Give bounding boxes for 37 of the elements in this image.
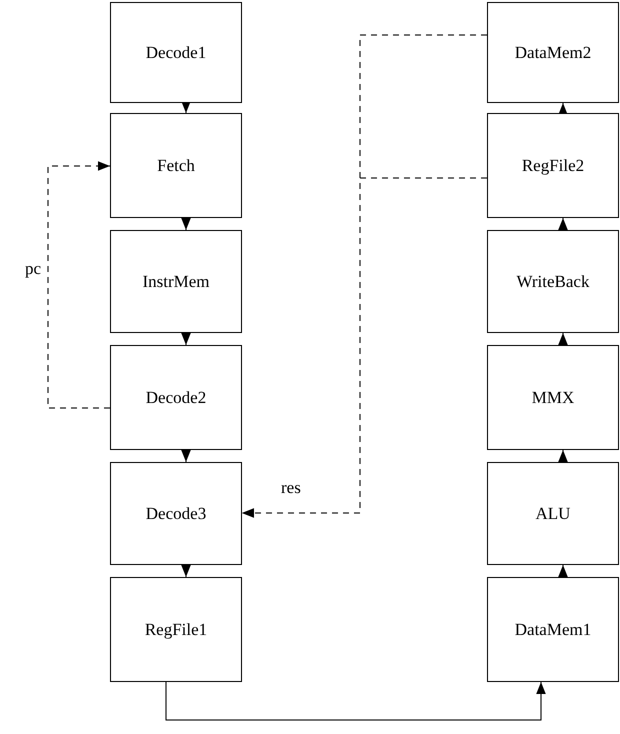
arrow: [558, 102, 568, 115]
arrow: [558, 450, 568, 462]
arrow: [166, 682, 546, 720]
arrow: [558, 218, 568, 230]
arrow: [181, 101, 191, 114]
process-box: [110, 2, 242, 103]
arrow: [181, 450, 191, 462]
box-label: ALU: [536, 504, 570, 524]
box-label: RegFile2: [522, 156, 584, 176]
box-label: DataMem1: [514, 620, 592, 640]
process-box: [110, 230, 242, 333]
process-box: [110, 345, 242, 450]
process-box: [487, 462, 619, 565]
dashed-arrow: [48, 161, 110, 408]
process-box: [110, 462, 242, 565]
arrow: [558, 564, 568, 578]
process-box: [110, 577, 242, 682]
box-label: WriteBack: [516, 272, 590, 292]
arrow: [181, 332, 191, 346]
dashed-arrow: [242, 178, 488, 518]
arrow: [558, 332, 568, 346]
process-box: [487, 577, 619, 682]
arrow: [181, 218, 191, 230]
box-label: Fetch: [157, 156, 195, 176]
box-label: MMX: [532, 388, 574, 408]
box-label: Decode1: [146, 42, 206, 62]
box-label: RegFile1: [144, 620, 208, 640]
box-label: Decode2: [146, 388, 206, 408]
process-box: [487, 230, 619, 333]
arrow: [181, 564, 191, 578]
process-box: [487, 2, 619, 103]
process-box: [487, 345, 619, 450]
box-label: DataMem2: [514, 42, 592, 62]
process-box: [110, 113, 242, 218]
box-label: InstrMem: [142, 272, 210, 292]
process-box: [487, 113, 619, 218]
box-label: Decode3: [146, 504, 206, 524]
